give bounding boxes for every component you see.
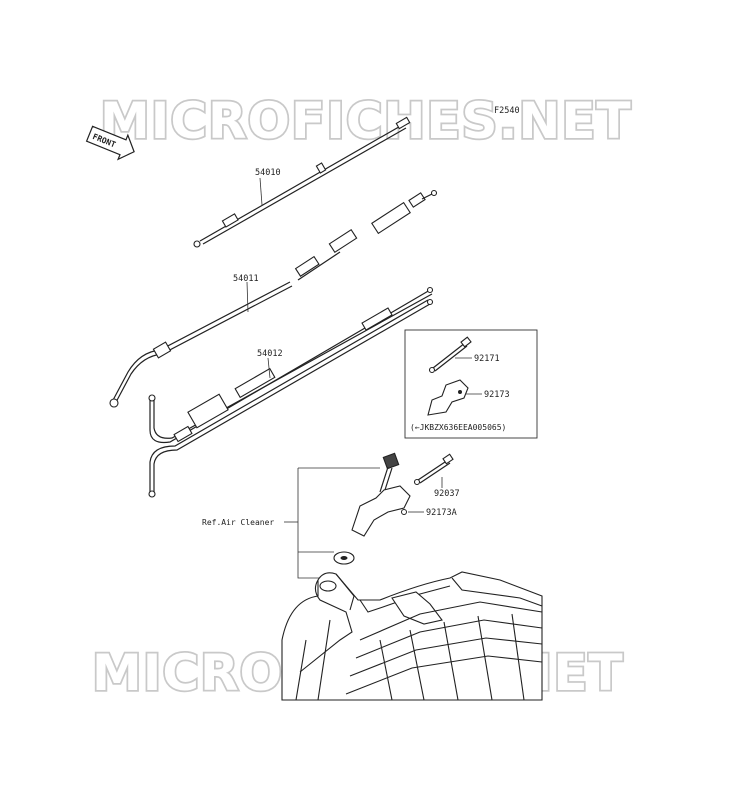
bracket-92173 bbox=[427, 379, 469, 416]
inset-note: (←JKBZX636EEA005065) bbox=[410, 423, 506, 432]
diagram-code: F2540 bbox=[494, 106, 520, 116]
cable-54011 bbox=[109, 189, 438, 408]
callout-92037: 92037 bbox=[434, 489, 460, 499]
watermark-top: MICROFICHES.NET bbox=[100, 92, 632, 150]
cable-54010 bbox=[193, 116, 411, 248]
callout-54011: 54011 bbox=[233, 274, 259, 284]
front-arrow-icon: FRONT bbox=[85, 125, 135, 161]
inset-box bbox=[404, 329, 538, 439]
callout-54010: 54010 bbox=[255, 168, 281, 178]
bracket-92173A bbox=[351, 485, 411, 537]
callout-92171: 92171 bbox=[474, 354, 500, 364]
clamp-92171 bbox=[428, 336, 472, 374]
ref-air-cleaner: Ref.Air Cleaner bbox=[202, 518, 274, 527]
callout-92173A: 92173A bbox=[426, 508, 457, 518]
air-cleaner-housing bbox=[281, 571, 543, 701]
grommet bbox=[333, 551, 355, 565]
clamp-92037 bbox=[413, 453, 454, 486]
cable-54012 bbox=[148, 286, 434, 498]
callout-92173: 92173 bbox=[484, 390, 510, 400]
callout-54012: 54012 bbox=[257, 349, 283, 359]
bolt bbox=[379, 452, 400, 494]
